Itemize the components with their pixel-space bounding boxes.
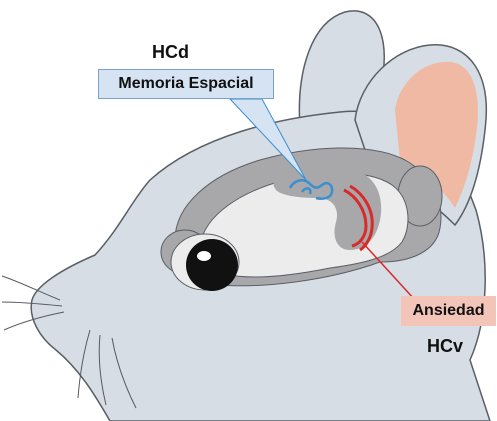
- dorsal-hippocampus-title: HCd: [152, 42, 189, 63]
- eye: [186, 239, 238, 291]
- dorsal-function-label: Memoria Espacial: [118, 75, 253, 93]
- eye-highlight: [197, 251, 211, 261]
- ventral-hippocampus-title: HCv: [427, 336, 463, 357]
- dorsal-function-box: Memoria Espacial: [98, 69, 274, 99]
- ventral-function-box: Ansiedad: [401, 296, 496, 326]
- ventral-function-label: Ansiedad: [412, 302, 484, 320]
